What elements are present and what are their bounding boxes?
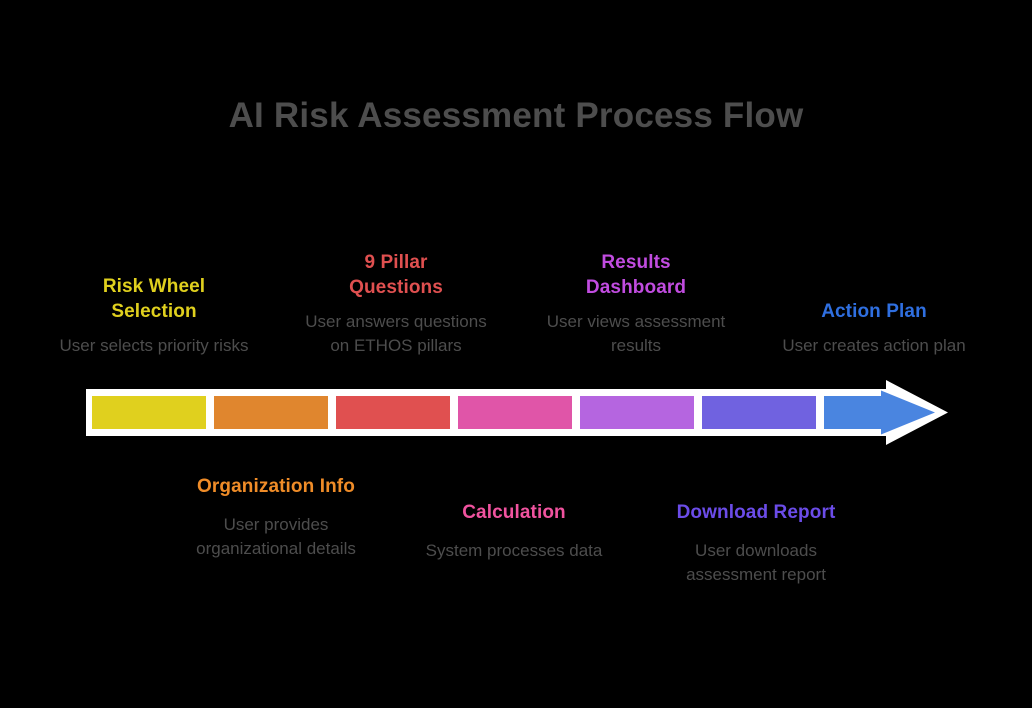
- stage-description-nine-pillar-questions: User answers questions on ETHOS pillars: [305, 311, 487, 355]
- stage-description-download-report: User downloads assessment report: [686, 541, 826, 585]
- arrow-segment-download-report: [702, 396, 816, 429]
- stage-title-action-plan: Action Plan: [772, 299, 976, 324]
- stage-description-results-dashboard: User views assessment results: [546, 311, 726, 355]
- stage-organization-info[interactable]: Organization Info User provides organiza…: [172, 474, 380, 610]
- arrow-segment-calculation: [458, 396, 572, 429]
- process-arrow-bar: [86, 380, 948, 445]
- stage-title-nine-pillar-questions: 9 Pillar Questions: [296, 250, 496, 300]
- stage-download-report[interactable]: Download Report User downloads assessmen…: [652, 500, 860, 612]
- stage-title-line2: Dashboard: [585, 276, 687, 298]
- arrow-segment-results-dashboard: [580, 396, 694, 429]
- stage-nine-pillar-questions[interactable]: 9 Pillar Questions User answers question…: [296, 202, 496, 358]
- arrow-segment-risk-wheel-selection: [92, 396, 206, 429]
- stage-action-plan[interactable]: Action Plan User creates action plan: [772, 252, 976, 358]
- stage-title-line2: Selection: [111, 300, 197, 322]
- stage-title-download-report: Download Report: [676, 502, 836, 523]
- stage-results-dashboard[interactable]: Results Dashboard User views assessment …: [534, 226, 738, 358]
- stage-description-organization-info: User provides organizational details: [196, 515, 356, 559]
- arrow-segment-organization-info: [214, 396, 328, 429]
- stage-description-risk-wheel-selection: User selects priority risks: [59, 335, 249, 355]
- stage-description-action-plan: User creates action plan: [782, 335, 966, 355]
- stage-title-line1: Action Plan: [821, 300, 927, 322]
- page-title: AI Risk Assessment Process Flow: [228, 96, 804, 135]
- stage-title-line1: Results: [601, 251, 671, 273]
- stage-calculation[interactable]: Calculation System processes data: [412, 500, 616, 612]
- stage-description-calculation: System processes data: [425, 541, 603, 561]
- stage-title-line2: Questions: [349, 276, 443, 298]
- stage-title-organization-info: Organization Info: [197, 476, 355, 497]
- stage-risk-wheel-selection[interactable]: Risk Wheel Selection User selects priori…: [42, 226, 266, 358]
- stage-title-line1: Risk Wheel: [102, 275, 206, 297]
- stage-title-line1: 9 Pillar: [364, 251, 428, 273]
- stage-title-calculation: Calculation: [462, 502, 566, 523]
- stage-title-risk-wheel-selection: Risk Wheel Selection: [42, 274, 266, 324]
- arrow-segment-action-plan: [824, 390, 935, 435]
- stage-title-results-dashboard: Results Dashboard: [534, 250, 738, 300]
- arrow-segment-nine-pillar-questions: [336, 396, 450, 429]
